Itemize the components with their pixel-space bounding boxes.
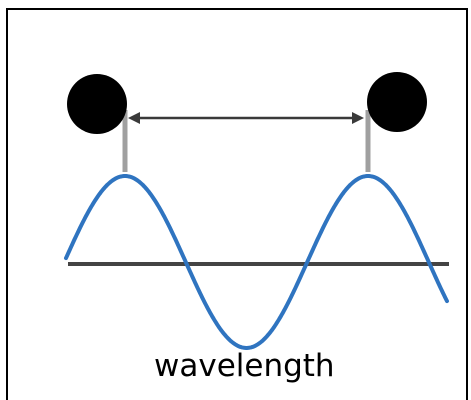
right-dot	[367, 72, 427, 132]
arrow-head-right	[352, 112, 364, 124]
arrow-head-left	[128, 112, 140, 124]
wavelength-arrow	[128, 112, 364, 124]
left-dot	[67, 74, 127, 134]
wavelength-label: wavelength	[154, 348, 335, 384]
